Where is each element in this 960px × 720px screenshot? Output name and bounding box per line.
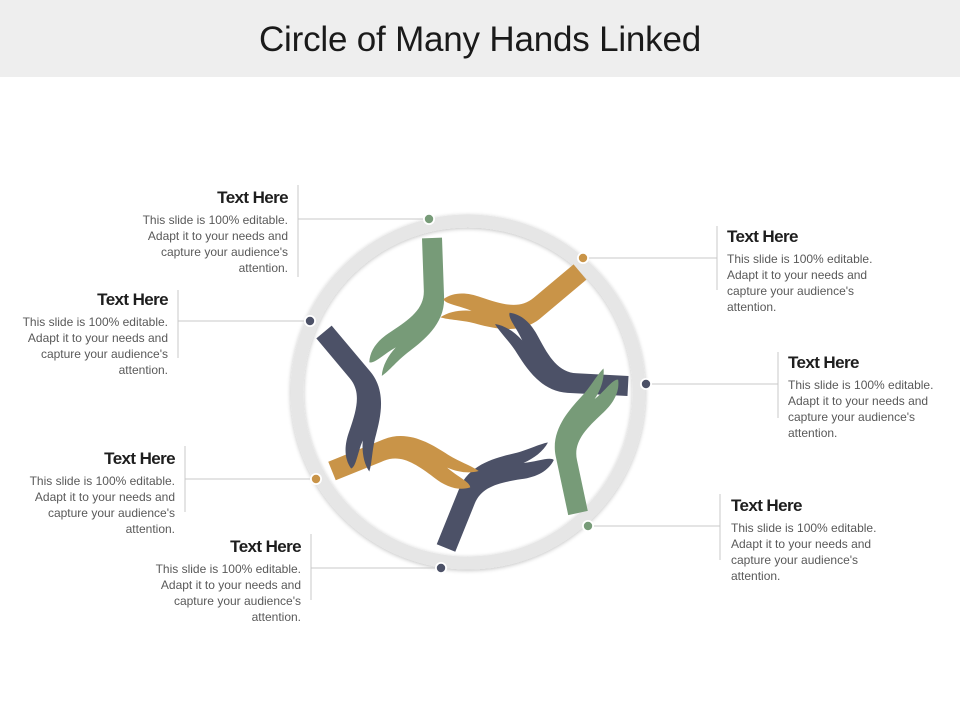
callout-body: This slide is 100% editable. Adapt it to… — [788, 378, 934, 440]
callout-title: Text Here — [788, 353, 859, 372]
connector-dot-5 — [311, 474, 321, 484]
hand-7 — [316, 325, 381, 472]
hands-group — [316, 237, 629, 552]
callout-title: Text Here — [104, 449, 175, 468]
hand-5 — [436, 442, 554, 552]
outer-ring — [290, 214, 646, 570]
hand-3 — [495, 312, 629, 396]
callout-body: This slide is 100% editable. Adapt it to… — [731, 521, 877, 583]
callout-title: Text Here — [731, 496, 802, 515]
hand-2 — [440, 264, 587, 329]
page-title: Circle of Many Hands Linked — [258, 20, 702, 59]
connector-dot-3 — [305, 316, 315, 326]
connector-dot-6 — [583, 521, 593, 531]
callout-body: This slide is 100% editable. Adapt it to… — [22, 315, 168, 377]
connector-dot-7 — [436, 563, 446, 573]
callout-body: This slide is 100% editable. Adapt it to… — [727, 252, 873, 314]
callout-title: Text Here — [230, 537, 301, 556]
hand-1 — [369, 237, 445, 376]
callout-body: This slide is 100% editable. Adapt it to… — [155, 562, 301, 624]
callout-body: This slide is 100% editable. Adapt it to… — [142, 213, 288, 275]
callout-body: This slide is 100% editable. Adapt it to… — [29, 474, 175, 536]
leader-lines — [177, 185, 779, 600]
callout-title: Text Here — [217, 188, 288, 207]
connector-dot-4 — [641, 379, 651, 389]
callout-title: Text Here — [97, 290, 168, 309]
connector-dot-2 — [578, 253, 588, 263]
hand-4 — [554, 368, 619, 516]
connector-dots — [304, 213, 652, 574]
connector-dot-1 — [424, 214, 434, 224]
callout-title: Text Here — [727, 227, 798, 246]
header-bar — [0, 0, 960, 77]
